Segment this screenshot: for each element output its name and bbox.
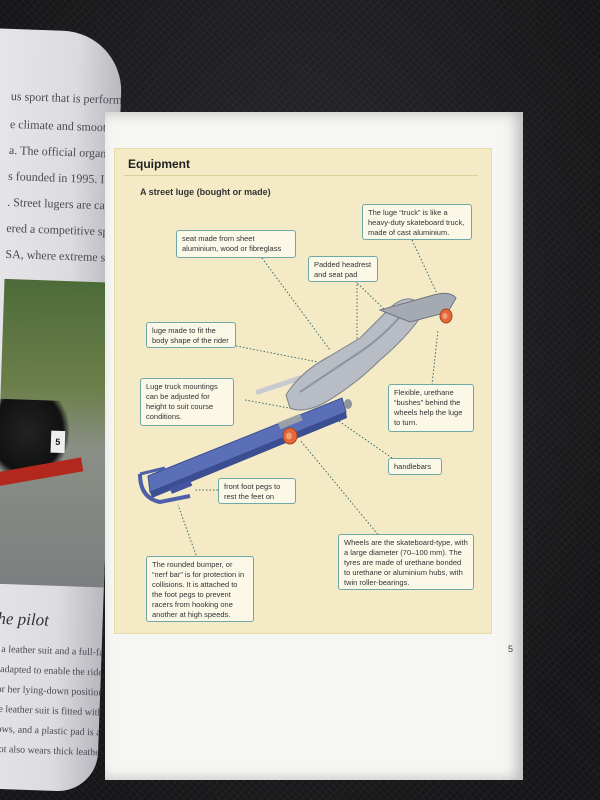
callout-handlebars: handlebars [388,458,442,475]
headrest [378,292,457,323]
callout-bushes: Flexible, urethane “bushes” behind the w… [388,384,474,432]
page-number: 5 [508,644,514,654]
callout-footpegs: front foot pegs to rest the feet on [218,478,296,504]
luge-board-edge [150,412,347,498]
callout-seat: seat made from sheet aluminium, wood or … [176,230,296,258]
foot-pegs [169,480,193,494]
handlebars [255,375,303,395]
panel-divider [124,175,478,176]
panel-title: Equipment [128,157,190,171]
diagram-subtitle: A street luge (bought or made) [140,187,271,197]
callout-truck: The luge “truck” is like a heavy-duty sk… [362,204,472,240]
front-truck [277,413,303,430]
callout-wheels: Wheels are the skateboard-type, with a l… [338,534,474,590]
callout-mountings: Luge truck mountings can be adjusted for… [140,378,234,426]
callout-bumper: The rounded bumper, or “nerf bar” is for… [146,556,254,622]
nerf-bar [138,473,191,505]
callout-body-shape: luge made to fit the body shape of the r… [146,322,236,348]
callout-headrest: Padded headrest and seat pad [308,256,378,282]
